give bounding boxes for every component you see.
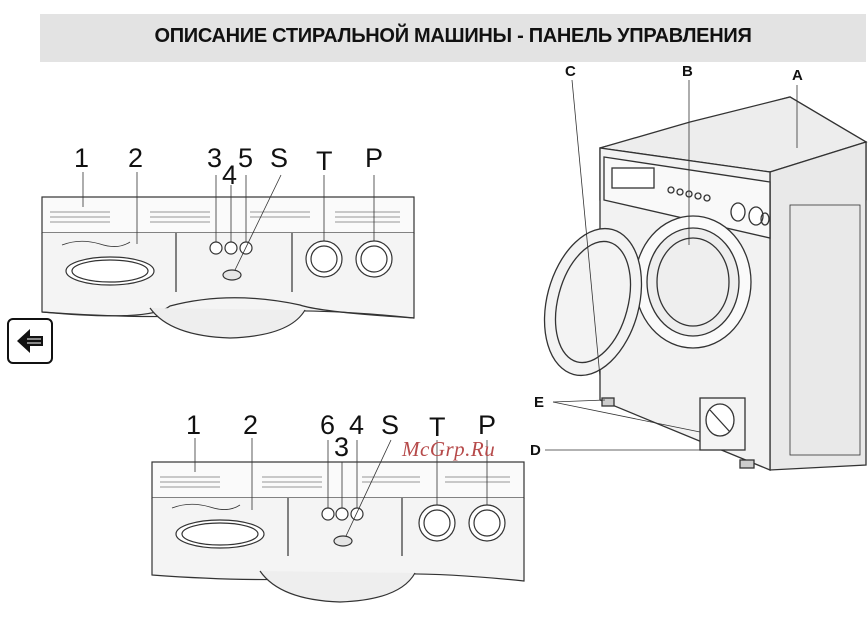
watermark-text: McGrp.Ru	[402, 437, 496, 461]
title-bar: ОПИСАНИЕ СТИРАЛЬНОЙ МАШИНЫ - ПАНЕЛЬ УПРА…	[40, 14, 866, 62]
back-button[interactable]	[7, 318, 53, 364]
label-p-bottom: P	[478, 410, 497, 440]
callout-lines-machine	[545, 79, 798, 451]
page-title: ОПИСАНИЕ СТИРАЛЬНОЙ МАШИНЫ - ПАНЕЛЬ УПРА…	[154, 25, 752, 47]
arrow-left-icon	[17, 329, 43, 353]
label-1-bottom: 1	[186, 410, 202, 440]
label-s-top: S	[270, 143, 289, 173]
washing-machine	[543, 96, 868, 471]
label-p-top: P	[365, 143, 384, 173]
control-panel-bottom	[151, 461, 525, 603]
label-t-bottom: T	[429, 412, 446, 442]
label-4-top: 4	[222, 160, 238, 190]
label-5-top: 5	[238, 143, 254, 173]
label-3-bottom: 3	[334, 432, 350, 462]
label-a: A	[792, 67, 803, 84]
label-t-top: T	[316, 146, 333, 176]
label-6-bottom: 6	[320, 410, 336, 440]
callout-lines-bottom	[194, 438, 488, 537]
label-b: B	[682, 63, 693, 80]
label-4-bottom: 4	[349, 410, 365, 440]
label-3-top: 3	[207, 143, 223, 173]
label-c: C	[565, 63, 576, 80]
label-2-bottom: 2	[243, 410, 259, 440]
label-s-bottom: S	[381, 410, 400, 440]
control-panel-top	[41, 196, 415, 339]
label-d: D	[530, 442, 541, 459]
callout-lines-top	[82, 172, 375, 271]
label-2-top: 2	[128, 143, 144, 173]
label-e: E	[534, 394, 545, 411]
label-1-top: 1	[74, 143, 90, 173]
